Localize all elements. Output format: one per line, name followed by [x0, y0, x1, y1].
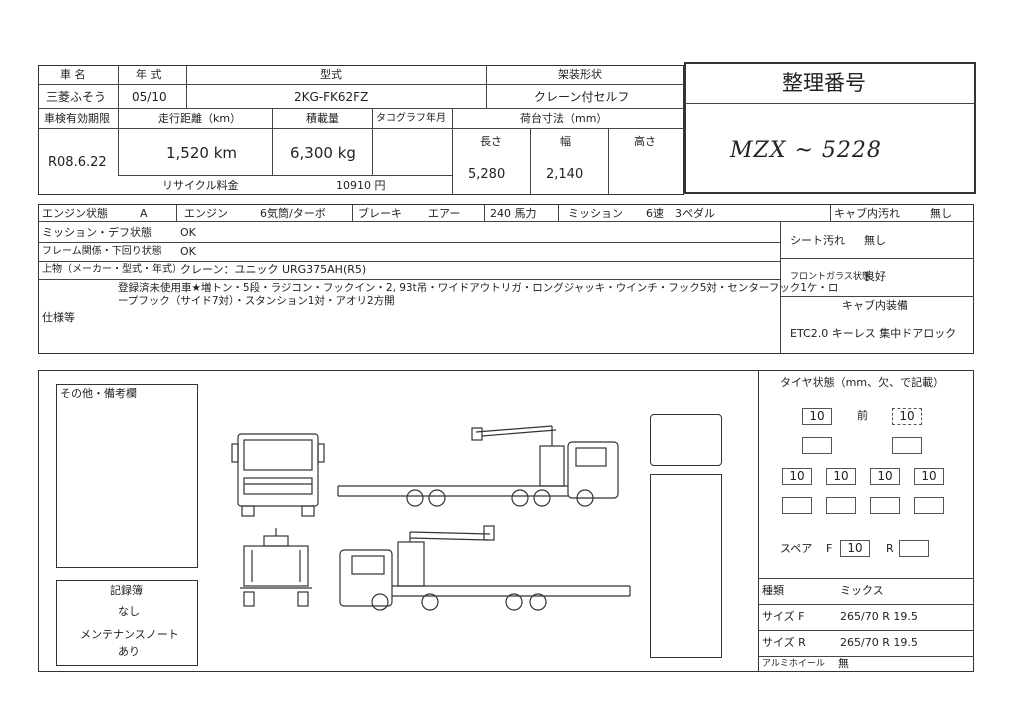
- spare-r-value: [899, 540, 929, 557]
- width-label: 幅: [560, 135, 571, 148]
- tire-front-right: 10: [892, 408, 922, 425]
- brake-value: エアー: [428, 207, 461, 220]
- spec-line-1: 登録済未使用車★増トン・5段・ラジコン・フックイン・2, 93t吊・ワイドアウト…: [118, 282, 839, 294]
- mission-label: ミッション: [568, 207, 623, 220]
- tacho-label: タコグラフ年月: [376, 113, 446, 124]
- maintenance-label: メンテナンスノート: [80, 628, 179, 641]
- tire-rear-2: 10: [826, 468, 856, 485]
- tire-rear-2-blank: [826, 497, 856, 514]
- truck-side-view-left: [339, 525, 631, 611]
- width-value: 2,140: [546, 167, 584, 182]
- size-f-value: 265/70 R 19.5: [840, 610, 918, 623]
- truck-diagram: [231, 425, 631, 611]
- cab-equip-value: ETC2.0 キーレス 集中ドアロック: [790, 327, 957, 340]
- model-value: 2KG-FK62FZ: [294, 90, 369, 104]
- mission-def-value: OK: [180, 226, 196, 239]
- tire-title: タイヤ状態（mm、欠、で記載）: [780, 376, 945, 389]
- windshield-value: 良好: [864, 270, 886, 283]
- tire-front-left-blank: [802, 437, 832, 454]
- other-notes-box: [56, 384, 198, 568]
- record-label: 記録簿: [110, 584, 143, 597]
- blank-rect-top: [650, 414, 722, 466]
- frame-value: OK: [180, 245, 196, 258]
- car-name-value: 三菱ふそう: [46, 90, 107, 104]
- cab-dirt-label: キャブ内汚れ: [834, 207, 900, 220]
- load-label: 積載量: [306, 112, 339, 125]
- model-label: 型式: [320, 68, 342, 81]
- reference-title: 整理番号: [782, 71, 866, 95]
- tire-rear-1-blank: [782, 497, 812, 514]
- mileage-label: 走行距離（km）: [158, 112, 242, 125]
- size-f-label: サイズ F: [762, 610, 805, 623]
- upper-value: クレーン：ユニック URG375AH(R5): [180, 263, 367, 276]
- tire-rear-4: 10: [914, 468, 944, 485]
- reference-box: [684, 62, 976, 194]
- reference-number: MZX ~ 5228: [730, 138, 882, 163]
- inspection-label: 車検有効期限: [44, 112, 110, 125]
- tire-kind-label: 種類: [762, 584, 784, 597]
- tire-kind-value: ミックス: [840, 584, 884, 597]
- body-value: クレーン付セルフ: [534, 90, 630, 104]
- year-value: 05/10: [132, 90, 167, 104]
- spare-label: スペア: [780, 542, 813, 555]
- record-box: [56, 580, 198, 666]
- truck-rear-view: [240, 528, 312, 607]
- truck-side-view-right: [337, 425, 619, 507]
- maintenance-value: あり: [118, 645, 140, 658]
- tire-front-right-blank: [892, 437, 922, 454]
- spare-r-label: R: [886, 542, 894, 555]
- tire-rear-1: 10: [782, 468, 812, 485]
- blank-rect-bottom: [650, 474, 722, 658]
- year-label: 年 式: [136, 68, 162, 81]
- recycle-value: 10910 円: [336, 179, 386, 192]
- spec-line-2: ープフック（サイド7対）・スタンション1対・アオリ2方開: [118, 295, 395, 307]
- car-name-label: 車 名: [60, 68, 86, 81]
- height-label: 高さ: [634, 135, 656, 148]
- upper-label: 上物（メーカー・型式・年式）: [42, 264, 182, 275]
- spare-f-label: F: [826, 542, 833, 555]
- truck-front-view: [231, 433, 325, 517]
- tire-front-label: 前: [857, 409, 868, 422]
- bed-label: 荷台寸法（mm）: [520, 112, 608, 125]
- mission-value: 6速 3ペダル: [646, 207, 715, 220]
- other-notes-label: その他・備考欄: [60, 387, 137, 400]
- seat-dirt-label: シート汚れ: [790, 234, 845, 247]
- tire-rear-3-blank: [870, 497, 900, 514]
- tire-front-left: 10: [802, 408, 832, 425]
- length-label: 長さ: [480, 135, 502, 148]
- engine-state-value: A: [140, 207, 148, 220]
- tire-rear-4-blank: [914, 497, 944, 514]
- alu-value: 無: [838, 657, 849, 670]
- cab-equip-label: キャブ内装備: [842, 299, 908, 312]
- engine-state-label: エンジン状態: [42, 207, 108, 220]
- header-table: [38, 65, 684, 195]
- length-value: 5,280: [468, 167, 506, 182]
- brake-label: ブレーキ: [358, 207, 402, 220]
- size-r-label: サイズ R: [762, 636, 806, 649]
- spec-label: 仕様等: [42, 311, 75, 324]
- load-value: 6,300 kg: [290, 144, 356, 162]
- recycle-label: リサイクル料金: [162, 179, 239, 192]
- alu-label: アルミホイール: [762, 659, 825, 669]
- spare-f-value: 10: [840, 540, 870, 557]
- tire-panel: [758, 370, 974, 672]
- engine-label: エンジン: [184, 207, 228, 220]
- mileage-value: 1,520 km: [166, 144, 238, 162]
- body-label: 架装形状: [558, 68, 602, 81]
- windshield-label: フロントガラス状態: [790, 272, 871, 282]
- engine-value: 6気筒/ターボ: [260, 207, 326, 220]
- power-value: 240 馬力: [490, 207, 537, 220]
- mission-def-label: ミッション・デフ状態: [42, 226, 152, 239]
- cab-dirt-value: 無し: [930, 207, 952, 220]
- size-r-value: 265/70 R 19.5: [840, 636, 918, 649]
- frame-label: フレーム関係・下回り状態: [42, 246, 162, 257]
- tire-rear-3: 10: [870, 468, 900, 485]
- inspection-value: R08.6.22: [48, 155, 107, 170]
- seat-dirt-value: 無し: [864, 234, 886, 247]
- record-value: なし: [118, 605, 140, 618]
